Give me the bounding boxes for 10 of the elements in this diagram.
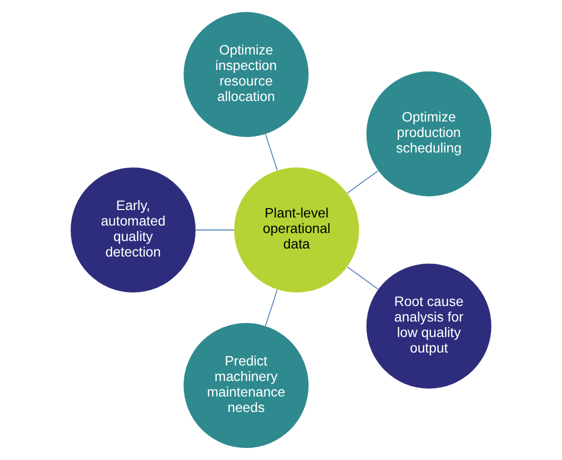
node-circle: Plant-level operational data: [234, 168, 360, 292]
node-circle: Early, automated quality detection: [70, 168, 196, 292]
node-circle: Predict machinery maintenance needs: [184, 323, 309, 448]
connector: [346, 170, 378, 194]
node-circle: Root cause analysis for low quality output: [366, 264, 492, 389]
connector: [264, 289, 278, 326]
node-circle: Optimize inspection resource allocation: [184, 12, 309, 137]
node-circle: Optimize production scheduling: [366, 71, 492, 196]
connector: [346, 266, 378, 290]
connector: [264, 134, 278, 171]
